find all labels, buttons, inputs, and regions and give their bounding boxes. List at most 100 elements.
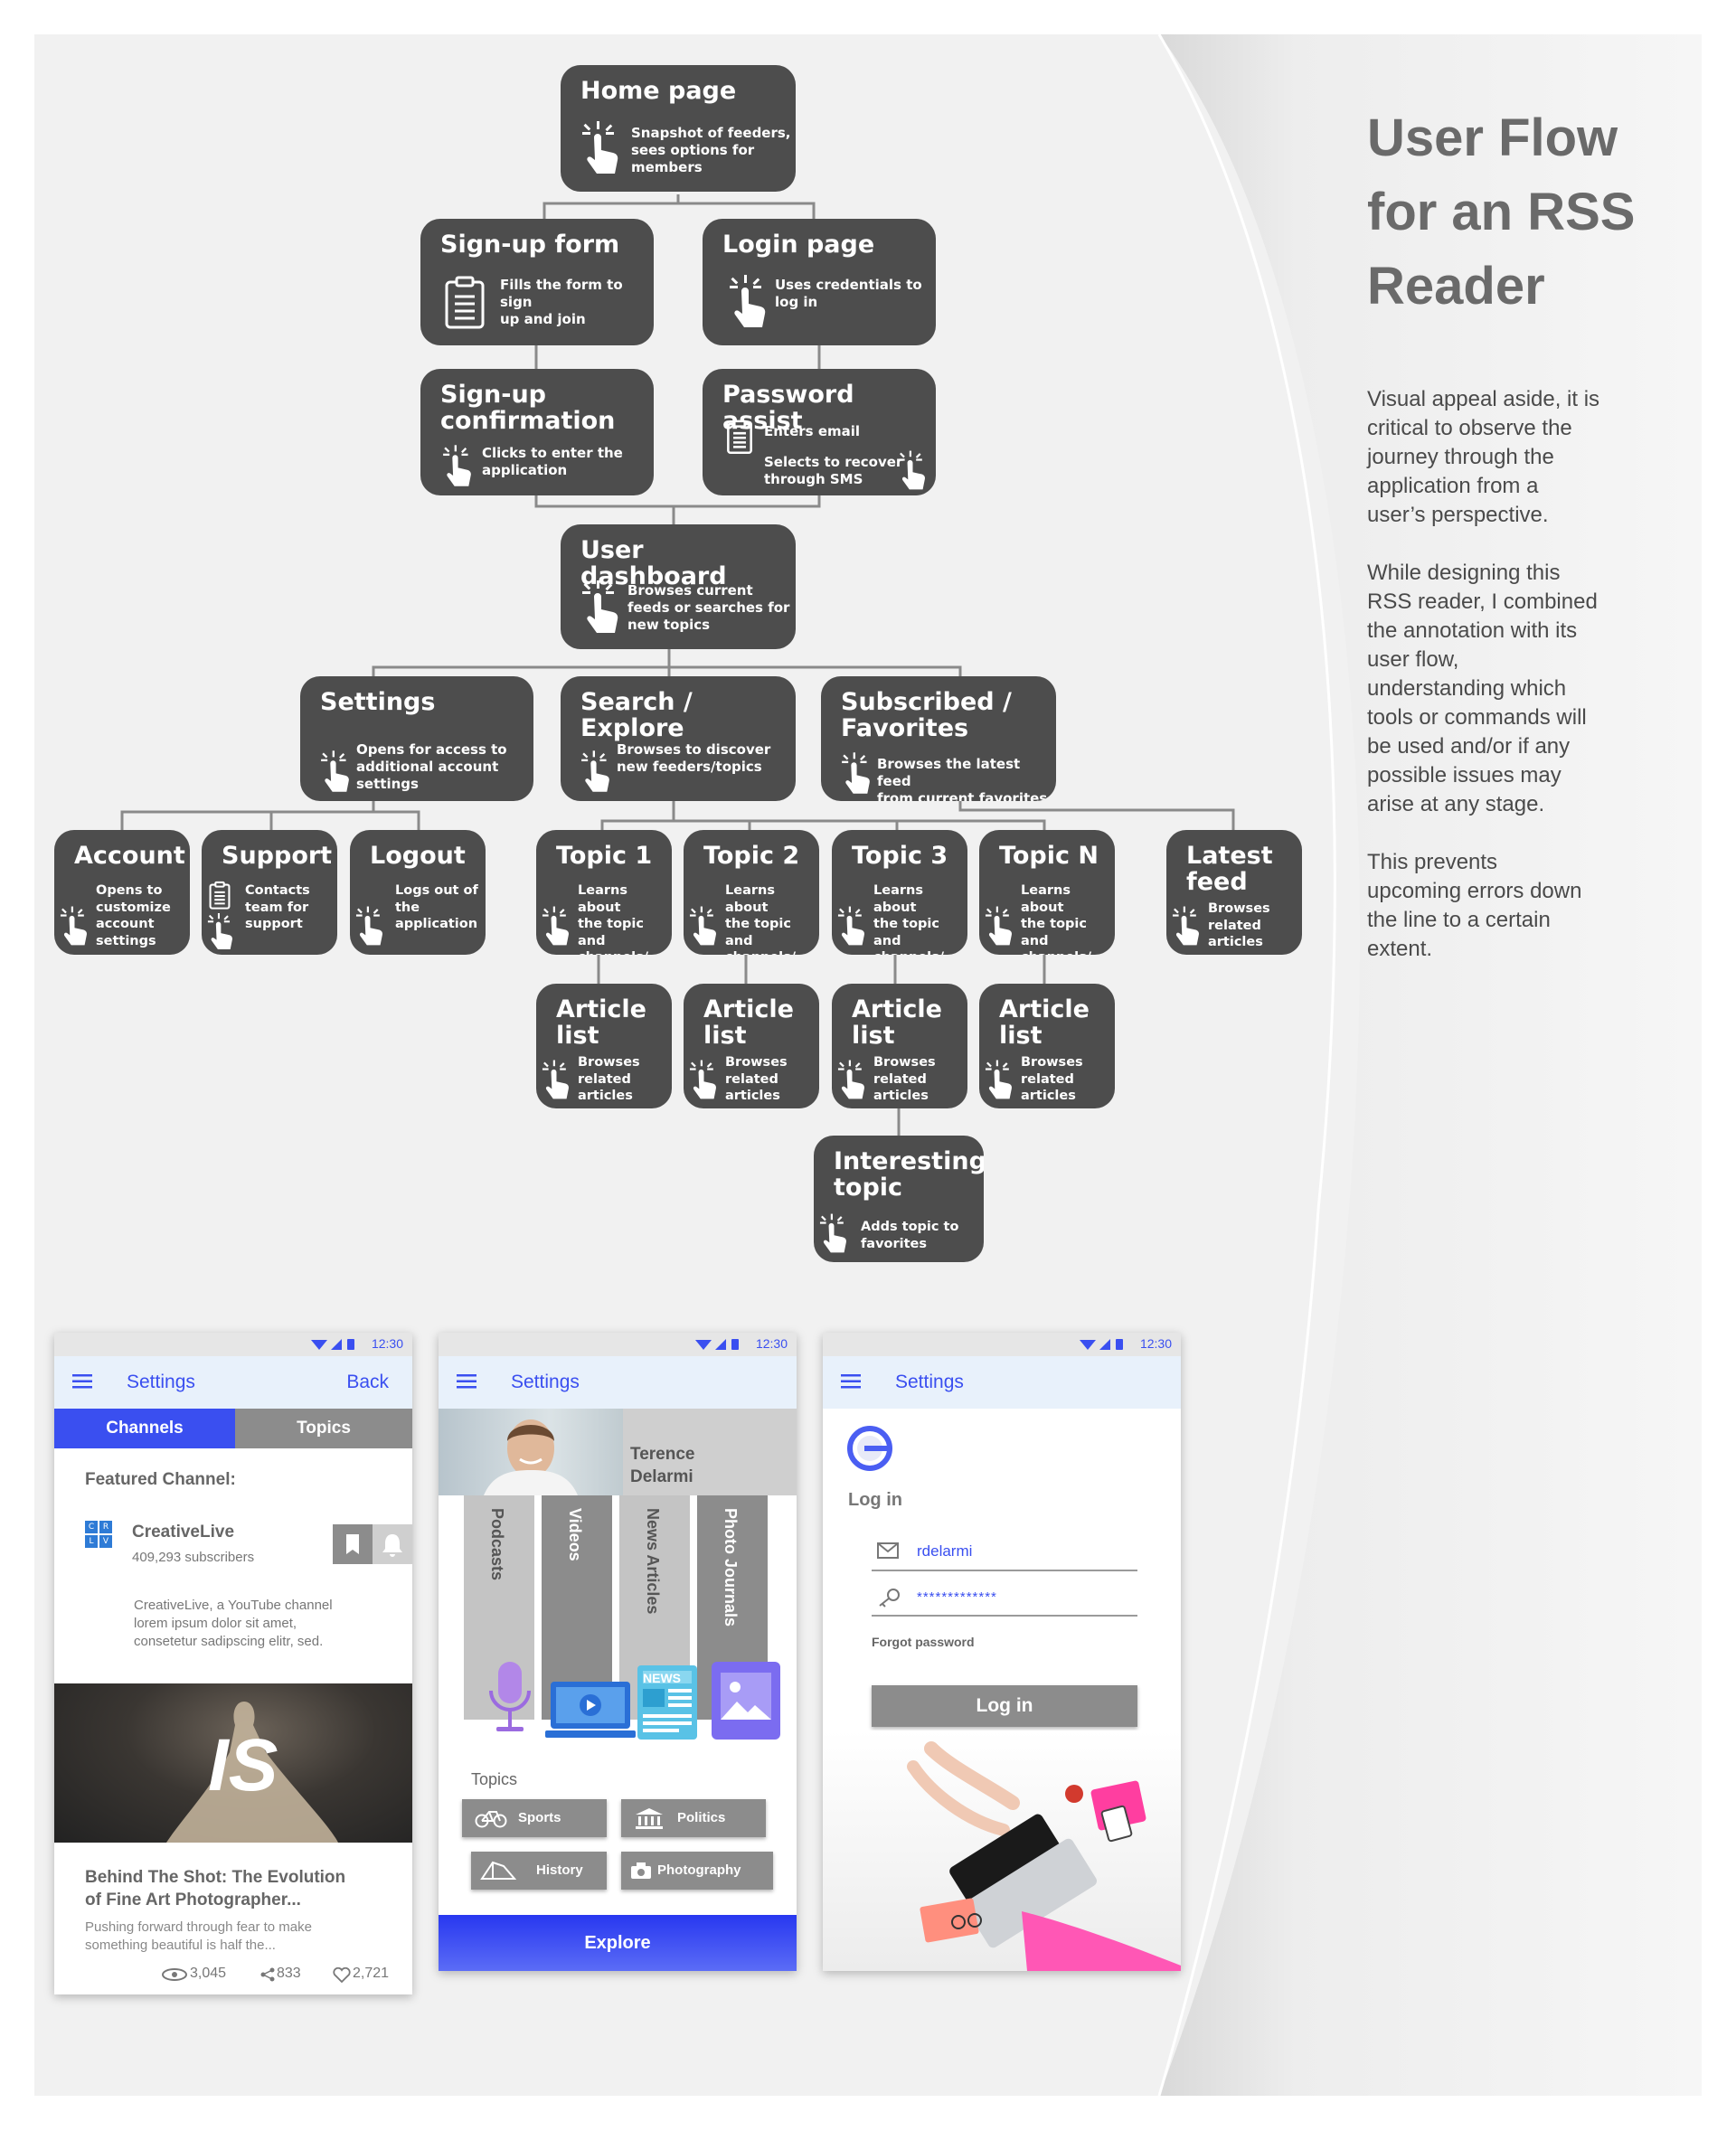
node-title: Topic 3 — [852, 843, 948, 869]
node-title: Search / Explore — [580, 689, 796, 741]
phone-login-screen: 12:30 Settings Log in rdelarmi *********… — [823, 1333, 1181, 1971]
node-desc: Learns about the topic and channels/ fee… — [578, 882, 672, 955]
node-desc: Fills the form to sign up and join — [500, 277, 654, 328]
node-login-page: Login page Uses credentials to log in — [703, 219, 936, 345]
node-desc: Opens to customize account settings — [96, 882, 171, 949]
forgot-password-link[interactable]: Forgot password — [872, 1635, 975, 1649]
node-desc: Browses related articles — [873, 1054, 936, 1105]
node-account: Account Opens to customize account setti… — [54, 830, 190, 955]
node-logout: Logout Logs out of the application — [350, 830, 486, 955]
node-title: Home page — [580, 78, 736, 104]
node-title: Article list — [852, 996, 942, 1049]
node-desc: Clicks to enter the application — [482, 445, 623, 479]
intro-paragraph: Visual appeal aside, it is critical to o… — [1367, 385, 1599, 530]
app-logo-icon — [846, 1425, 893, 1472]
tap-icon — [540, 1060, 571, 1099]
channel-name[interactable]: CreativeLive — [132, 1523, 234, 1542]
tap-icon — [579, 750, 611, 792]
category-label: Photo Journals — [721, 1508, 740, 1627]
node-desc: Logs out of the application — [395, 882, 478, 933]
node-support: Support Contacts team for support — [202, 830, 337, 955]
screen-title: Settings — [127, 1372, 195, 1393]
screen-title: Settings — [511, 1372, 580, 1393]
menu-icon[interactable] — [841, 1374, 861, 1389]
node-latest-feed: Latest feed Browses related articles — [1166, 830, 1302, 955]
tap-icon — [354, 906, 384, 946]
username-value: rdelarmi — [917, 1542, 972, 1561]
chip-label: Sports — [518, 1810, 561, 1825]
heart-icon[interactable] — [333, 1967, 351, 1984]
phone-explore-screen: 12:30 Settings Terence Delarmi Podcasts … — [439, 1333, 797, 1971]
category-label: News Articles — [643, 1508, 662, 1614]
chip-label: History — [536, 1862, 583, 1878]
menu-icon[interactable] — [457, 1374, 476, 1389]
share-icon[interactable] — [260, 1967, 275, 1982]
node-topic-3: Topic 3 Learns about the topic and chann… — [832, 830, 967, 955]
node-subscribed-favorites: Subscribed / Favorites Browses the lates… — [821, 676, 1056, 801]
node-title: Topic 2 — [703, 843, 799, 869]
tap-icon — [817, 1213, 848, 1253]
node-title: Sign-up form — [440, 231, 619, 258]
notify-button[interactable] — [373, 1524, 412, 1564]
node-title: Support — [222, 843, 332, 869]
status-bar: 12:30 — [823, 1333, 1181, 1356]
topic-chip-history[interactable]: History — [471, 1852, 607, 1890]
node-desc: Adds topic to favorites — [861, 1219, 958, 1252]
node-title: Article list — [556, 996, 646, 1049]
bookmark-button[interactable] — [333, 1524, 373, 1564]
bicycle-icon — [475, 1808, 507, 1828]
login-button[interactable]: Log in — [872, 1685, 1137, 1727]
avatar[interactable] — [439, 1409, 623, 1495]
hero-image[interactable]: IS — [54, 1683, 412, 1843]
node-desc: Browses related articles — [578, 1054, 640, 1105]
menu-icon[interactable] — [72, 1374, 92, 1389]
article-excerpt: Pushing forward through fear to make som… — [85, 1919, 312, 1955]
user-name: Terence Delarmi — [630, 1443, 694, 1488]
back-button[interactable]: Back — [346, 1372, 389, 1393]
signal-icon — [311, 1338, 358, 1351]
password-value: ************* — [917, 1589, 997, 1605]
topic-chip-sports[interactable]: Sports — [462, 1799, 607, 1837]
node-topic-2: Topic 2 Learns about the topic and chann… — [684, 830, 819, 955]
tab-label: Channels — [106, 1419, 184, 1438]
featured-label: Featured Channel: — [85, 1470, 236, 1490]
app-bar: Settings — [439, 1356, 797, 1409]
tap-icon — [983, 906, 1014, 946]
clipboard-icon — [209, 881, 231, 910]
capitol-icon — [634, 1807, 665, 1829]
tap-icon — [896, 450, 927, 490]
username-field[interactable]: rdelarmi — [872, 1533, 1137, 1571]
node-topic-n: Topic N Learns about the topic and chann… — [979, 830, 1115, 955]
node-title: Article list — [999, 996, 1090, 1049]
signal-icon — [695, 1338, 742, 1351]
node-desc: Enters email — [764, 423, 860, 440]
category-label: Podcasts — [487, 1508, 506, 1580]
logo-letter: C — [85, 1521, 98, 1533]
article-title[interactable]: Behind The Shot: The Evolution of Fine A… — [85, 1866, 345, 1911]
chip-label: Politics — [677, 1810, 725, 1825]
explore-button[interactable]: Explore — [439, 1915, 797, 1971]
status-bar: 12:30 — [439, 1333, 797, 1356]
camera-icon — [630, 1862, 652, 1880]
like-count: 2,721 — [353, 1966, 389, 1982]
node-title: Interesting topic — [834, 1148, 984, 1201]
node-title: Topic 1 — [556, 843, 652, 869]
tab-topics[interactable]: Topics — [235, 1409, 412, 1448]
node-desc: Learns about the topic and channels/ fee… — [1021, 882, 1115, 955]
workspace-photo — [823, 1730, 1181, 1971]
node-home-page: Home page Snapshot of feeders, sees opti… — [561, 65, 796, 192]
chip-label: Photography — [657, 1862, 741, 1878]
topic-chip-photography[interactable]: Photography — [621, 1852, 773, 1890]
node-article-list-2: Article list Browses related articles — [684, 984, 819, 1108]
login-heading: Log in — [848, 1490, 902, 1511]
tab-channels[interactable]: Channels — [54, 1409, 235, 1448]
node-title: Article list — [703, 996, 794, 1049]
login-button-label: Log in — [976, 1695, 1033, 1716]
topic-chip-politics[interactable]: Politics — [621, 1799, 766, 1837]
tap-icon — [835, 906, 866, 946]
node-desc: Snapshot of feeders, sees options for me… — [631, 125, 791, 176]
password-field[interactable]: ************* — [872, 1579, 1137, 1617]
category-label: Videos — [565, 1508, 584, 1561]
logo-letter: R — [99, 1521, 112, 1533]
